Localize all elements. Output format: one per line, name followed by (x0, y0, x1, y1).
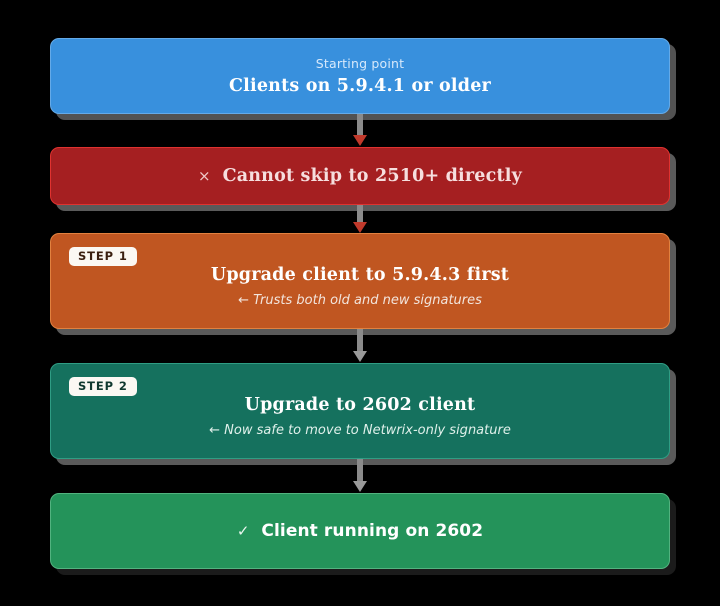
connector-step1-to-step2 (353, 329, 367, 363)
arrowhead-down-icon (353, 351, 367, 362)
step-1-subtitle: ← Trusts both old and new signatures (238, 293, 482, 309)
step-1-title: Upgrade client to 5.9.4.3 first (210, 265, 510, 286)
step-2-subtitle: ← Now safe to move to Netwrix-only signa… (209, 423, 511, 439)
connector-stem (357, 205, 363, 224)
connector-stem (357, 114, 363, 137)
arrowhead-down-icon (353, 481, 367, 492)
flow-node-step-1[interactable]: STEP 1 Upgrade client to 5.9.4.3 first ←… (50, 233, 670, 329)
step-2-title: Upgrade to 2602 client (244, 395, 476, 416)
connector-blocked-to-step1 (353, 205, 367, 233)
step-1-badge: STEP 1 (69, 247, 137, 266)
arrowhead-down-icon (353, 222, 367, 233)
connector-stem (357, 459, 363, 483)
connector-stem (357, 329, 363, 353)
step-2-badge: STEP 2 (69, 377, 137, 396)
flow-node-client-running[interactable]: ✓ Client running on 2602 (50, 493, 670, 569)
flow-node-cannot-skip[interactable]: × Cannot skip to 2510+ directly (50, 147, 670, 205)
cannot-skip-title: Cannot skip to 2510+ directly (222, 165, 522, 186)
starting-point-title: Clients on 5.9.4.1 or older (229, 75, 491, 96)
flow-node-step-2[interactable]: STEP 2 Upgrade to 2602 client ← Now safe… (50, 363, 670, 459)
check-icon: ✓ (236, 521, 250, 540)
connector-start-to-blocked (353, 114, 367, 147)
client-running-title: Client running on 2602 (261, 520, 484, 541)
flow-node-starting-point[interactable]: Starting point Clients on 5.9.4.1 or old… (50, 38, 670, 114)
starting-point-eyebrow: Starting point (315, 55, 405, 71)
arrowhead-down-icon (353, 135, 367, 146)
cross-icon: × (198, 166, 211, 185)
connector-step2-to-done (353, 459, 367, 493)
